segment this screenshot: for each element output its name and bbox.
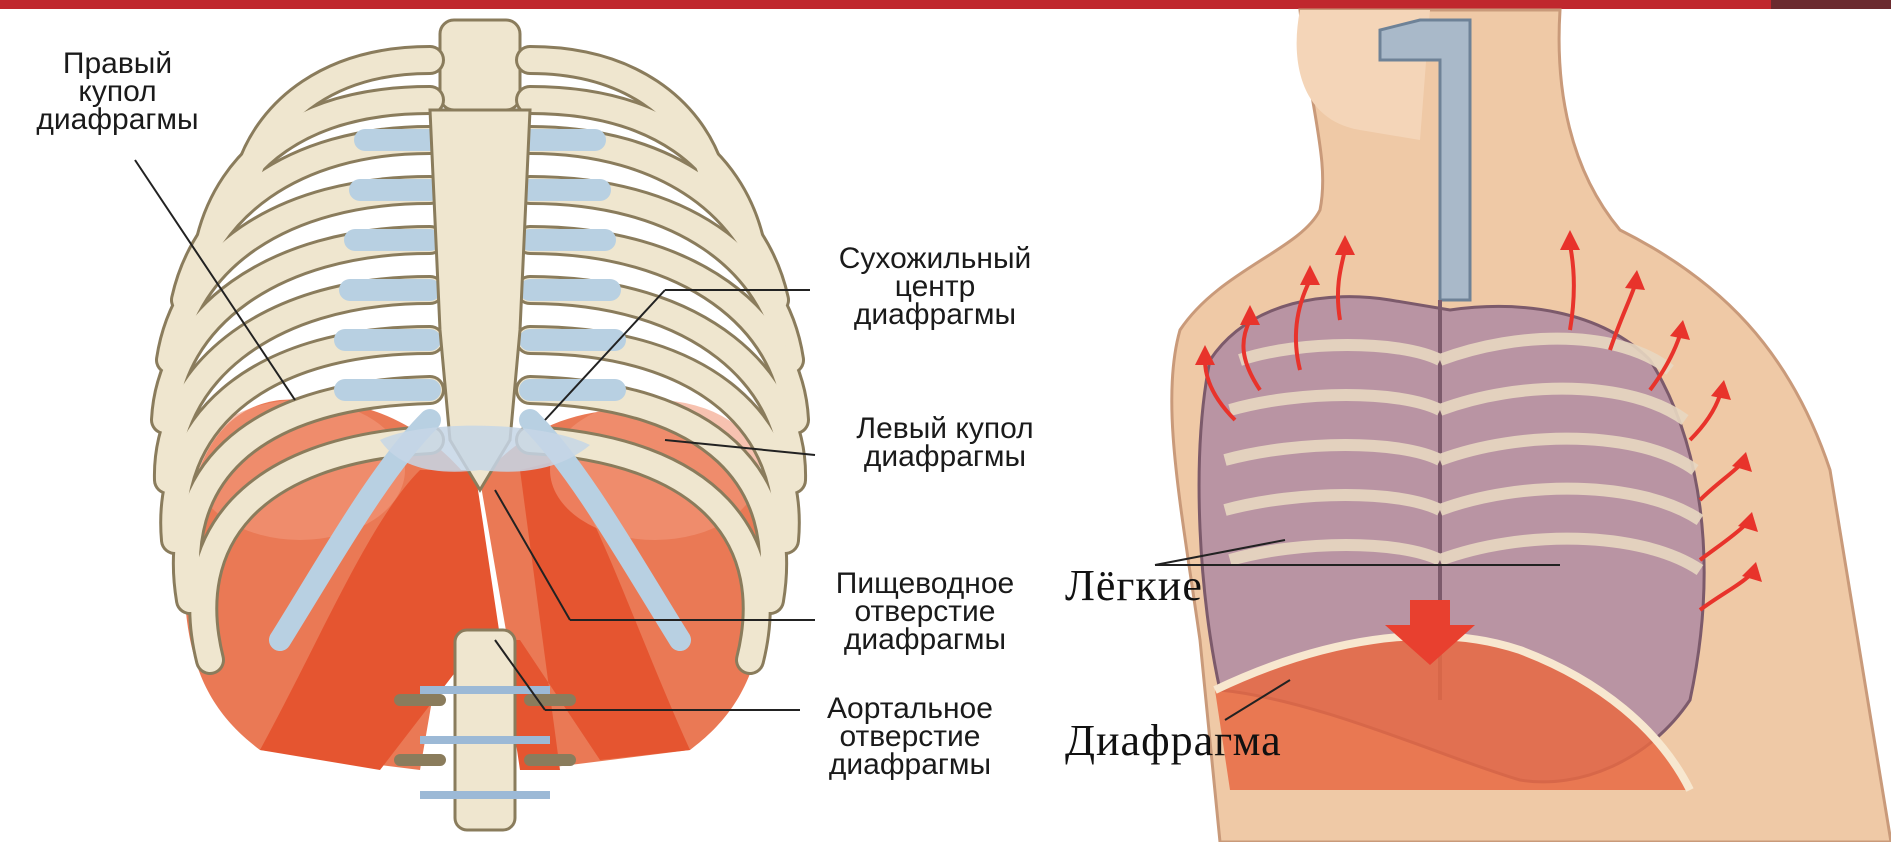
label-right-dome: Правый купол диафрагмы [10,50,225,134]
label-esophageal-opening: Пищеводное отверстие диафрагмы [800,570,1050,654]
rib-cage-illustration [165,20,795,830]
label-diaphragm: Диафрагма [1065,715,1282,766]
label-lungs: Лёгкие [1065,560,1203,611]
label-aortic-opening: Аортальное отверстие диафрагмы [790,695,1030,779]
label-central-tendon: Сухожильный центр диафрагмы [800,245,1070,329]
label-left-dome: Левый купол диафрагмы [815,415,1075,471]
